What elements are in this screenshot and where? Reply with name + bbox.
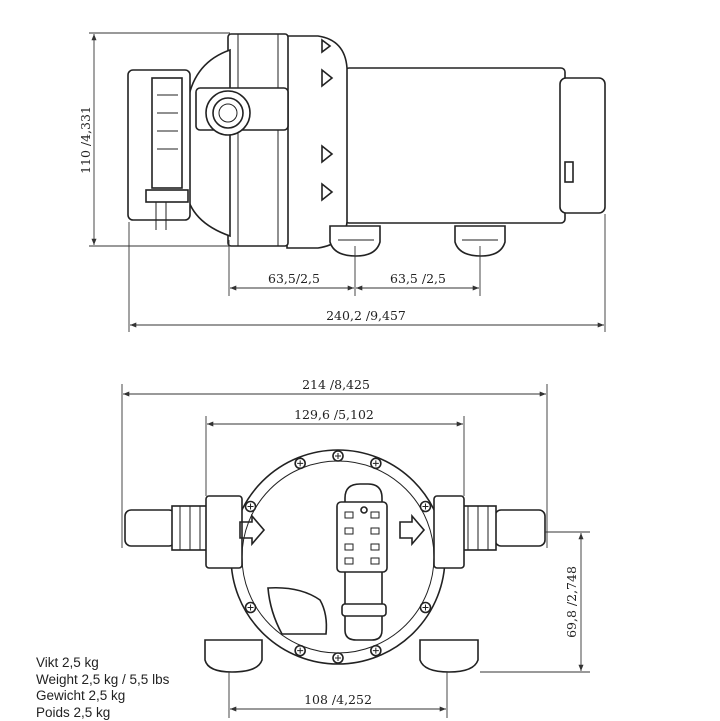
spacing-right-label: 63,5 /2,5 bbox=[390, 271, 446, 286]
weight-specs: Vikt 2,5 kg Weight 2,5 kg / 5,5 lbs Gewi… bbox=[36, 655, 169, 721]
spacing-left-label: 63,5/2,5 bbox=[268, 271, 320, 286]
length-dim-label: 240,2 /9,457 bbox=[326, 308, 406, 323]
port-height-label: 69,8 /2,748 bbox=[564, 566, 579, 638]
front-view: 214 /8,425 129,6 /5,102 69,8 /2,748 108 … bbox=[122, 377, 590, 718]
motor-end-cap bbox=[560, 78, 605, 213]
side-view: 110 /4,331 63,5/2,5 63,5 /2,5 240,2 /9,4… bbox=[78, 33, 605, 332]
spec-line: Gewicht 2,5 kg bbox=[36, 688, 169, 705]
motor-terminal bbox=[565, 162, 573, 182]
hose-barb-left bbox=[125, 506, 208, 550]
motor-flange bbox=[287, 36, 347, 248]
head-width-label: 129,6 /5,102 bbox=[294, 407, 374, 422]
total-width-label: 214 /8,425 bbox=[302, 377, 370, 392]
height-dim-label: 110 /4,331 bbox=[78, 106, 93, 174]
pressure-switch-cover bbox=[337, 484, 387, 640]
port-fitting-side bbox=[196, 88, 288, 135]
motor-body bbox=[345, 68, 565, 223]
spec-line: Weight 2,5 kg / 5,5 lbs bbox=[36, 672, 169, 689]
dimension-feet-spacing: 108 /4,252 bbox=[229, 672, 447, 718]
mounting-feet-side bbox=[330, 226, 505, 256]
spec-line: Poids 2,5 kg bbox=[36, 705, 169, 721]
pump-head bbox=[228, 34, 288, 246]
hose-barb-right bbox=[460, 506, 545, 550]
feet-spacing-label: 108 /4,252 bbox=[304, 692, 372, 707]
spec-line: Vikt 2,5 kg bbox=[36, 655, 169, 672]
dimension-port-height: 69,8 /2,748 bbox=[480, 532, 590, 672]
diaphragm-housing bbox=[186, 50, 230, 236]
